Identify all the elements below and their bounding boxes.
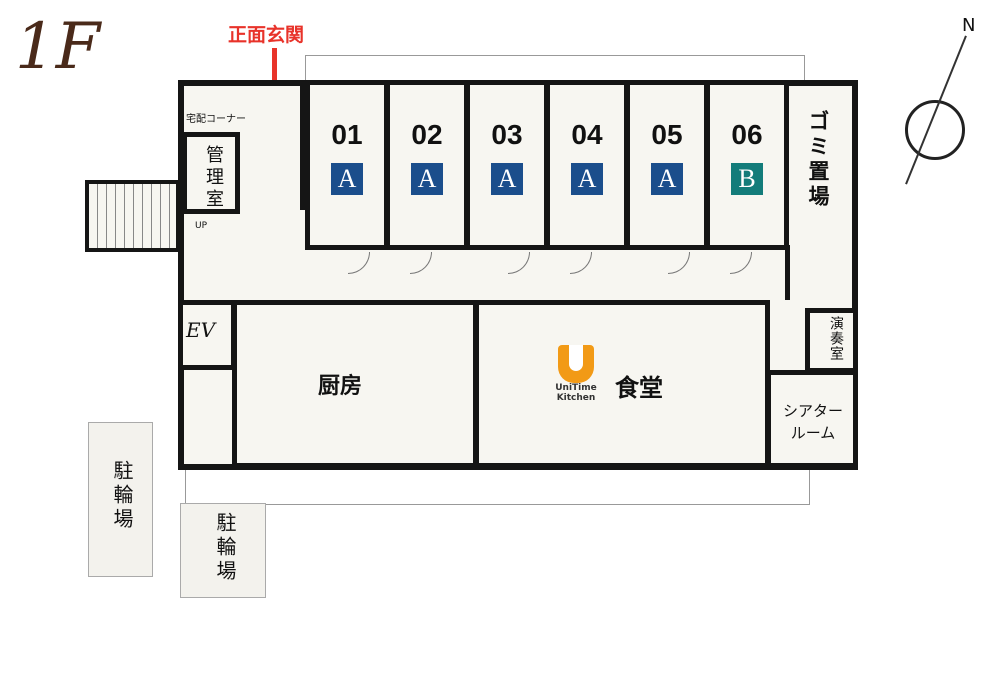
bike-parking-2-label: 駐輪場 [213,512,237,584]
theater-room-label: シアタールーム [782,402,843,442]
music-room [805,308,858,373]
unitime-kitchen-logo: UniTime Kitchen [550,345,602,425]
kitchen-label: 厨房 [318,374,363,399]
dining-room [474,300,770,468]
compass-icon [905,100,965,160]
unit-type-badge: B [731,163,763,195]
bike-parking-2 [180,503,266,598]
unit-type-badge: A [571,163,603,195]
unit-number: 01 [331,119,363,150]
entrance-arrow-icon [272,48,277,100]
dining-label: 食堂 [615,374,663,402]
unit-number: 02 [411,119,443,150]
music-room-label: 演奏室 [828,316,844,361]
manager-room-label: 管理室 [203,145,224,211]
bike-parking-1-label: 駐輪場 [110,460,134,532]
unit-type-badge: A [491,163,523,195]
theater-room [766,370,858,468]
unit-number: 05 [651,119,683,150]
garbage-room-label: ゴミ置場 [806,110,830,210]
unit-number: 06 [731,119,763,150]
unit-type-badge: A [331,163,363,195]
floor-label: 1F [15,10,101,84]
logo-line1: UniTime [555,383,597,393]
wall [300,80,306,210]
unit-type-badge: A [651,163,683,195]
compass-north-label: N [962,15,976,36]
delivery-corner-label: 宅配コーナー [186,114,246,125]
pot-icon [558,345,594,383]
entrance-label: 正面玄関 [228,24,305,46]
kitchen [232,300,478,468]
bike-parking-1 [88,422,153,577]
unit-type-badge: A [411,163,443,195]
elevator-label: EV [186,318,216,342]
manager-room [182,132,240,214]
up-label: UP [195,221,208,231]
wall [785,245,805,300]
unit-number: 03 [491,119,523,150]
stairs [85,180,180,252]
unit-number: 04 [571,119,603,150]
logo-line2: Kitchen [556,393,596,403]
